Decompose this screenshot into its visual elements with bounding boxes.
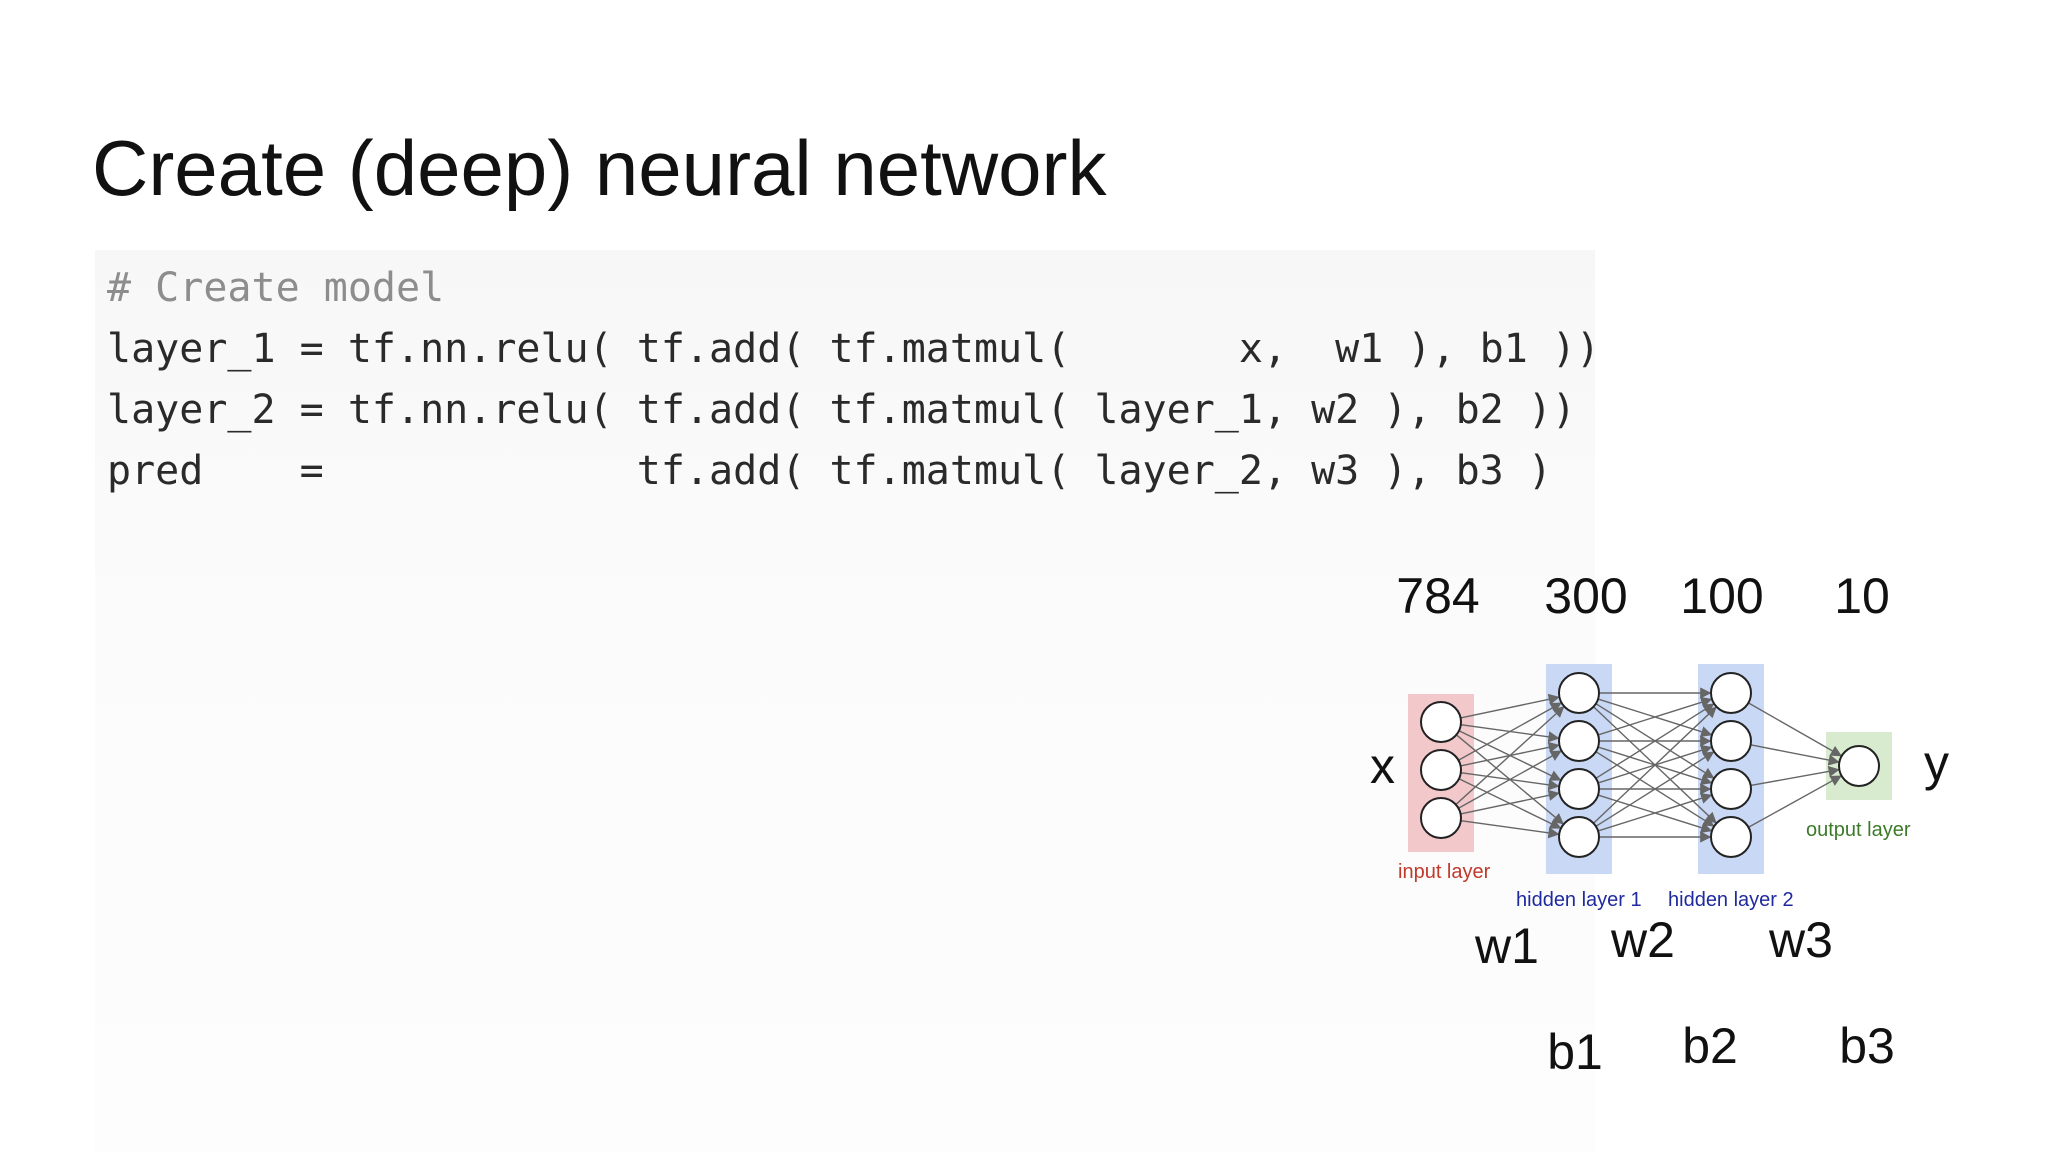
input-layer-caption: input layer	[1398, 861, 1491, 883]
layer-size-output: 10	[1834, 568, 1890, 624]
input-x-label: x	[1370, 738, 1395, 794]
bias-b3-label: b3	[1839, 1018, 1895, 1074]
edge-hidden-1-1-to-hidden-2-0	[1597, 696, 1713, 736]
hidden-2-node-2	[1710, 768, 1752, 810]
code-line-pred: pred = tf.add( tf.matmul( layer_2, w3 ),…	[107, 448, 1552, 494]
edge-hidden-1-3-to-hidden-2-1	[1595, 751, 1715, 827]
layer-size-hidden2: 100	[1680, 568, 1764, 624]
edge-hidden-1-3-to-hidden-2-2	[1597, 792, 1713, 832]
output-y-label: y	[1924, 735, 1949, 791]
edge-hidden-2-3-to-output-0	[1748, 775, 1842, 828]
code-block: # Create model layer_1 = tf.nn.relu( tf.a…	[107, 258, 1600, 502]
slide-title: Create (deep) neural network	[92, 124, 1107, 212]
hidden-layer-1-caption: hidden layer 1	[1516, 889, 1642, 911]
edge-input-2-to-hidden-1-3	[1460, 820, 1560, 839]
edge-input-1-to-hidden-1-0	[1458, 702, 1562, 761]
input-node-0	[1420, 701, 1462, 743]
edge-input-0-to-hidden-1-0	[1460, 693, 1560, 719]
edge-input-2-to-hidden-1-2	[1460, 789, 1560, 815]
hidden-2-node-0	[1710, 672, 1752, 714]
code-line-layer1: layer_1 = tf.nn.relu( tf.add( tf.matmul(…	[107, 326, 1601, 372]
layer-size-input: 784	[1396, 568, 1480, 624]
hidden-1-node-1	[1558, 720, 1600, 762]
bias-b1-label: b1	[1547, 1024, 1603, 1080]
weight-w2-label: w2	[1611, 912, 1675, 968]
edge-hidden-2-0-to-output-0	[1748, 702, 1842, 757]
bias-b2-label: b2	[1682, 1018, 1738, 1074]
code-line-layer2: layer_2 = tf.nn.relu( tf.add( tf.matmul(…	[107, 387, 1577, 433]
hidden-1-node-2	[1558, 768, 1600, 810]
hidden-1-node-3	[1558, 816, 1600, 858]
hidden-2-node-3	[1710, 816, 1752, 858]
edge-input-2-to-hidden-1-1	[1458, 750, 1562, 809]
hidden-1-node-0	[1558, 672, 1600, 714]
network-edges	[1455, 687, 1842, 843]
weight-w3-label: w3	[1769, 912, 1833, 968]
weight-w1-label: w1	[1475, 918, 1539, 974]
edge-input-2-to-hidden-1-0	[1455, 706, 1565, 806]
code-background	[95, 250, 1595, 1152]
layer-size-hidden1: 300	[1544, 568, 1628, 624]
hidden-2-node-1	[1710, 720, 1752, 762]
code-line-comment: # Create model	[107, 265, 445, 311]
edge-hidden-2-2-to-output-0	[1750, 765, 1840, 787]
edge-hidden-2-1-to-output-0	[1750, 744, 1840, 766]
input-node-1	[1420, 749, 1462, 791]
edge-hidden-1-2-to-hidden-2-0	[1595, 703, 1715, 779]
input-node-2	[1420, 797, 1462, 839]
hidden-layer-2-caption: hidden layer 2	[1668, 889, 1794, 911]
output-node-0	[1838, 745, 1880, 787]
edge-hidden-1-3-to-hidden-2-0	[1593, 706, 1717, 824]
output-layer-caption: output layer	[1806, 819, 1911, 841]
network-nodes	[1420, 672, 1880, 858]
